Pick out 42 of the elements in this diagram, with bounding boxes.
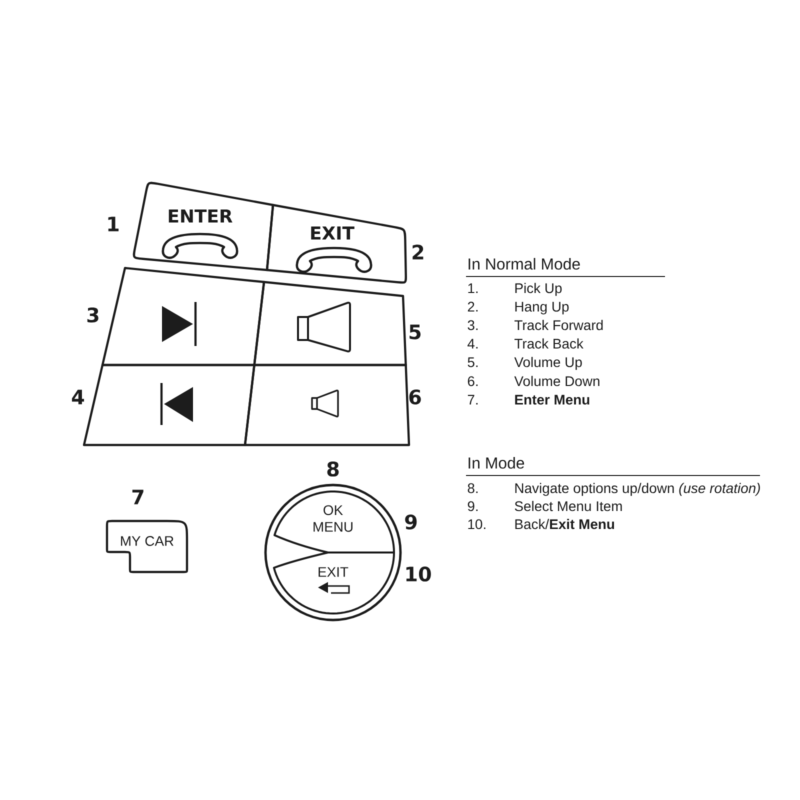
- callout-number: 7: [132, 490, 144, 504]
- list-number: 10.: [468, 519, 486, 530]
- callout-number: 4: [72, 390, 84, 404]
- callout-number: 5: [410, 324, 421, 340]
- button: ENTER: [132, 182, 274, 272]
- list-item: Track Forward: [514, 320, 603, 330]
- callout-number: 1: [108, 216, 119, 232]
- list-item: Volume Up: [514, 356, 582, 370]
- list-heading: In Normal Mode: [468, 258, 580, 270]
- callout-number: 9: [405, 514, 417, 530]
- list-number: 2.: [468, 302, 478, 312]
- list-item: Enter Menu: [515, 394, 590, 405]
- callout-number: 2: [412, 244, 424, 260]
- callout-number: 8: [327, 461, 339, 477]
- button: [253, 280, 407, 366]
- button: EXIT: [266, 204, 407, 284]
- list-number: 3.: [468, 320, 478, 330]
- callout-number: 3: [87, 307, 98, 323]
- list-item: Volume Down: [514, 376, 600, 386]
- callout-number: 6: [409, 389, 421, 405]
- list-item: Navigate options up/down (use rotation): [515, 482, 760, 496]
- list-number: 9.: [468, 501, 478, 512]
- button: [82, 364, 256, 446]
- list-number: 1.: [468, 283, 478, 293]
- list-item: Track Back: [514, 338, 584, 349]
- list-number: 6.: [468, 376, 478, 386]
- list-item: Select Menu Item: [514, 500, 622, 512]
- button: [244, 364, 410, 446]
- callout-number: 10: [406, 566, 431, 582]
- list-number: 5.: [468, 357, 478, 368]
- knob-segment: EXIT: [272, 552, 395, 614]
- knob-segment: OK MENU: [274, 490, 395, 554]
- list-number: 4.: [468, 338, 478, 348]
- list-number: 7.: [468, 394, 478, 404]
- list-item: Back/Exit Menu: [515, 518, 614, 530]
- list-number: 8.: [468, 483, 478, 494]
- list-heading: In Mode: [468, 456, 524, 469]
- button: [101, 266, 266, 366]
- list-item: Hang Up: [515, 302, 569, 314]
- button: MY CAR: [106, 520, 188, 574]
- rotary-knob: [264, 484, 402, 622]
- list-item: Pick Up: [515, 282, 562, 296]
